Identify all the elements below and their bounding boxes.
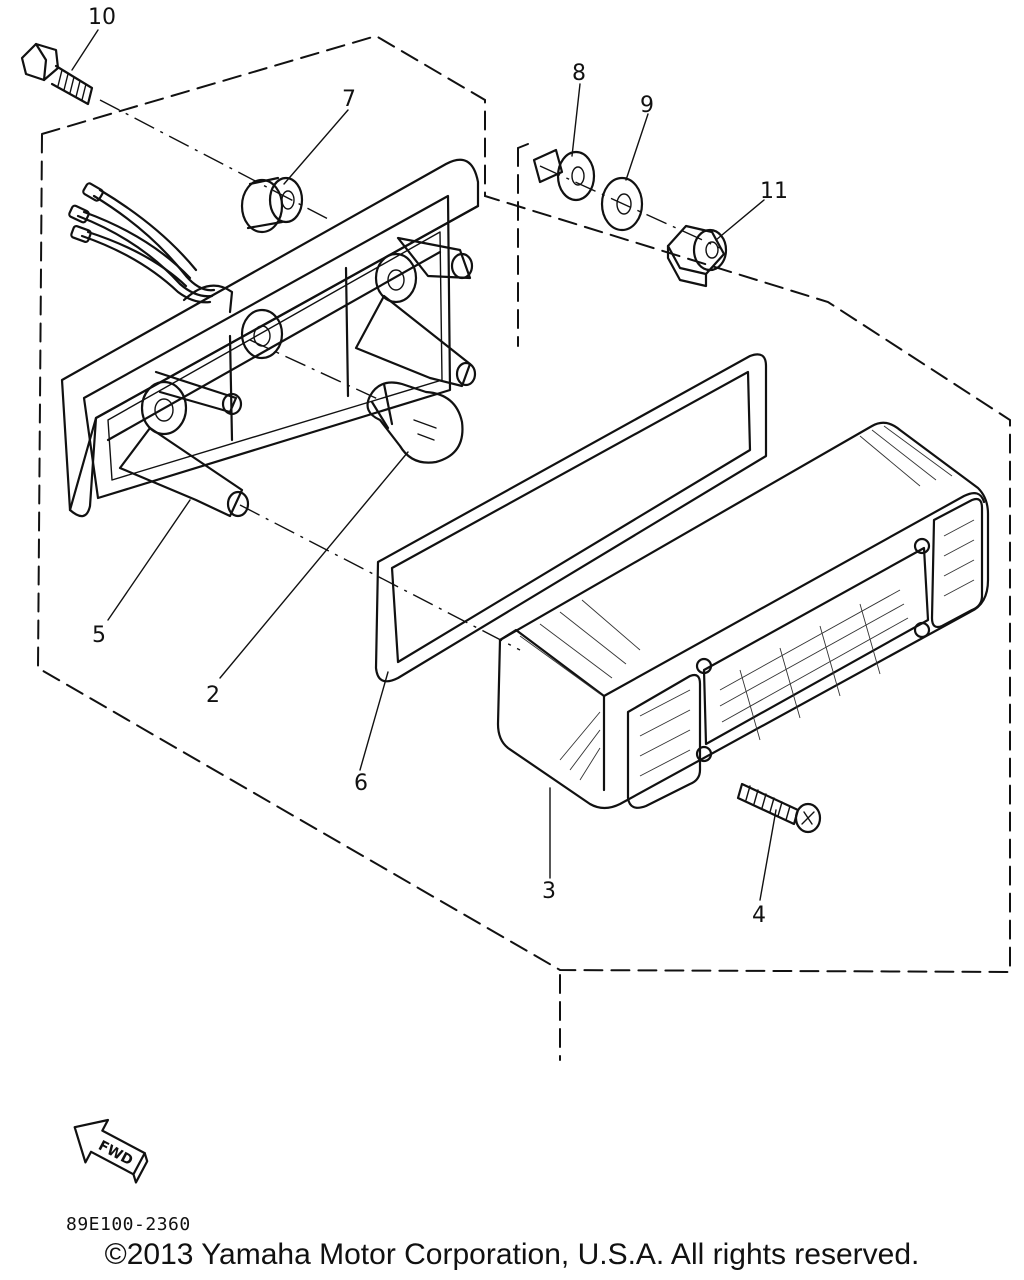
leader-lines bbox=[71, 29, 777, 901]
axis-bulb bbox=[249, 339, 381, 401]
gasket bbox=[374, 353, 768, 683]
subassembly-bracket-top bbox=[517, 143, 529, 149]
flange-bolt bbox=[20, 42, 94, 106]
callout-8: 8 bbox=[572, 61, 586, 86]
callout-2: 2 bbox=[206, 683, 220, 708]
bulb bbox=[366, 381, 464, 464]
callout-11: 11 bbox=[760, 179, 788, 204]
wire-harness bbox=[68, 182, 216, 304]
copyright-notice: ©2013 Yamaha Motor Corporation, U.S.A. A… bbox=[104, 1238, 920, 1271]
callout-3: 3 bbox=[542, 879, 556, 904]
callout-10: 10 bbox=[88, 5, 116, 30]
washer bbox=[600, 176, 644, 232]
callout-5: 5 bbox=[92, 623, 106, 648]
axis-screw bbox=[239, 504, 521, 651]
grommet bbox=[240, 176, 304, 234]
collar bbox=[532, 148, 596, 202]
lens bbox=[496, 421, 990, 810]
axis-bolt bbox=[99, 99, 331, 221]
lens-screw bbox=[736, 782, 822, 834]
flange-nut bbox=[666, 224, 728, 288]
lamp-housing bbox=[60, 158, 480, 518]
callout-9: 9 bbox=[640, 93, 654, 118]
callout-6: 6 bbox=[354, 771, 368, 796]
callout-7: 7 bbox=[342, 87, 356, 112]
diagram-code: 89E100-2360 bbox=[66, 1214, 191, 1235]
forward-arrow-icon: FWD bbox=[73, 1118, 149, 1184]
assembly-boundary bbox=[36, 34, 1011, 974]
callout-4: 4 bbox=[752, 903, 766, 928]
